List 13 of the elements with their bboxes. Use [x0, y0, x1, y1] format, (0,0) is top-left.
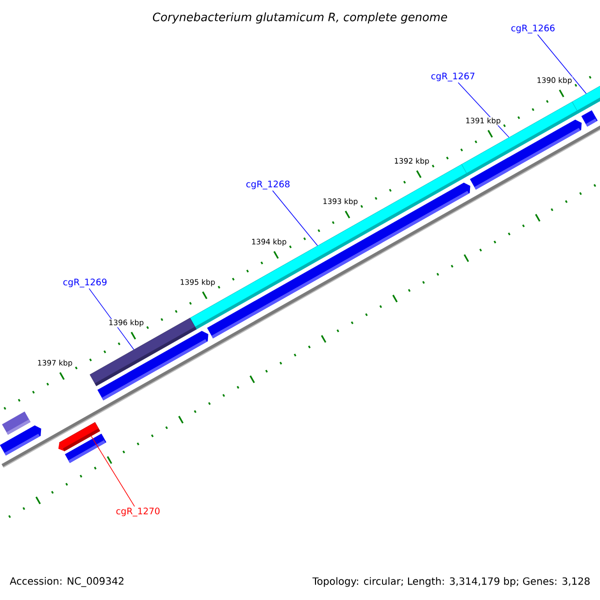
gene-label: cgR_1266: [511, 24, 555, 34]
leader-line: [537, 34, 587, 94]
gene-label: cgR_1267: [431, 72, 474, 82]
accession-text: Accession: NC_009342: [10, 577, 124, 587]
gene-label: cgR_1269: [63, 278, 107, 288]
leader-line: [90, 436, 135, 507]
gene-bar: [58, 422, 100, 452]
title: Corynebacterium glutamicum R, complete genome: [152, 12, 448, 24]
gene-label: cgR_1268: [246, 180, 290, 190]
gene-label: cgR_1270: [116, 508, 160, 516]
leader-line: [272, 190, 318, 246]
genome-info-text: Topology: circular; Length: 3,314,179 bp; Genes: 3,128: [312, 577, 590, 587]
leader-line: [88, 288, 134, 350]
